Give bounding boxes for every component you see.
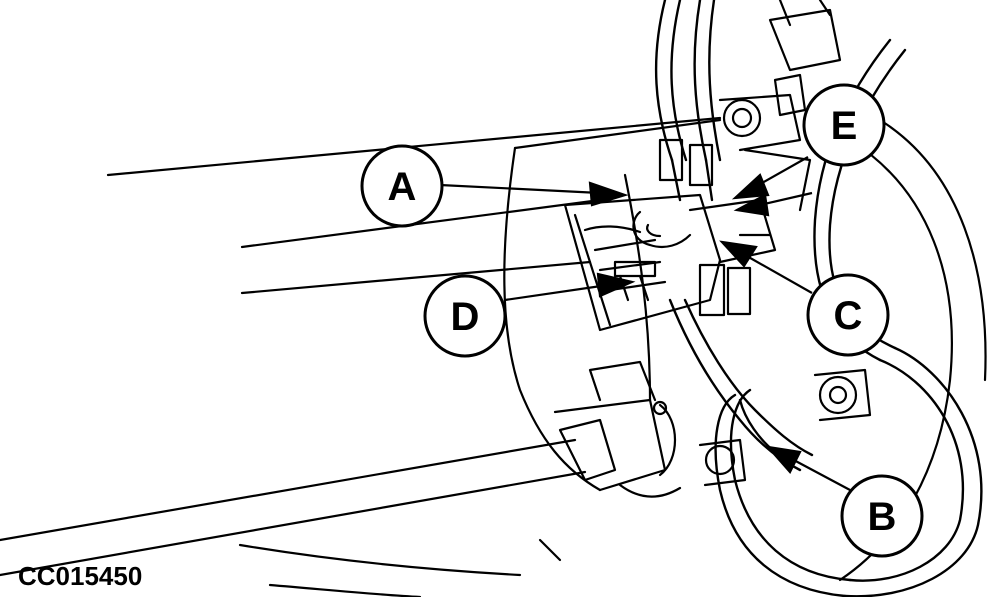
callout-a: A (360, 144, 444, 228)
callout-a-label: A (388, 165, 417, 209)
leader-e (731, 156, 813, 217)
wiring-harness (654, 0, 983, 597)
leader-d (504, 272, 636, 302)
drive-shaft (0, 360, 682, 577)
harness-connectors (613, 138, 752, 317)
leader-b (765, 445, 851, 491)
callout-c: C (806, 273, 890, 357)
callout-d-circle (423, 274, 507, 358)
callout-d-label: D (451, 295, 480, 339)
leader-a (439, 181, 629, 207)
callout-b-circle (840, 474, 924, 558)
callout-c-circle (806, 273, 890, 357)
callout-d: D (423, 274, 507, 358)
callout-e-label: E (831, 104, 858, 148)
callout-e-circle (802, 83, 886, 167)
leader-c (719, 240, 813, 294)
callout-c-label: C (834, 294, 863, 338)
upper-hardware (698, 0, 872, 487)
callout-e: E (802, 83, 886, 167)
callout-b: B (840, 474, 924, 558)
callout-a-circle (360, 144, 444, 228)
figure-id: CC015450 (18, 561, 142, 591)
callout-b-label: B (868, 495, 897, 539)
leader-lines (439, 156, 851, 491)
